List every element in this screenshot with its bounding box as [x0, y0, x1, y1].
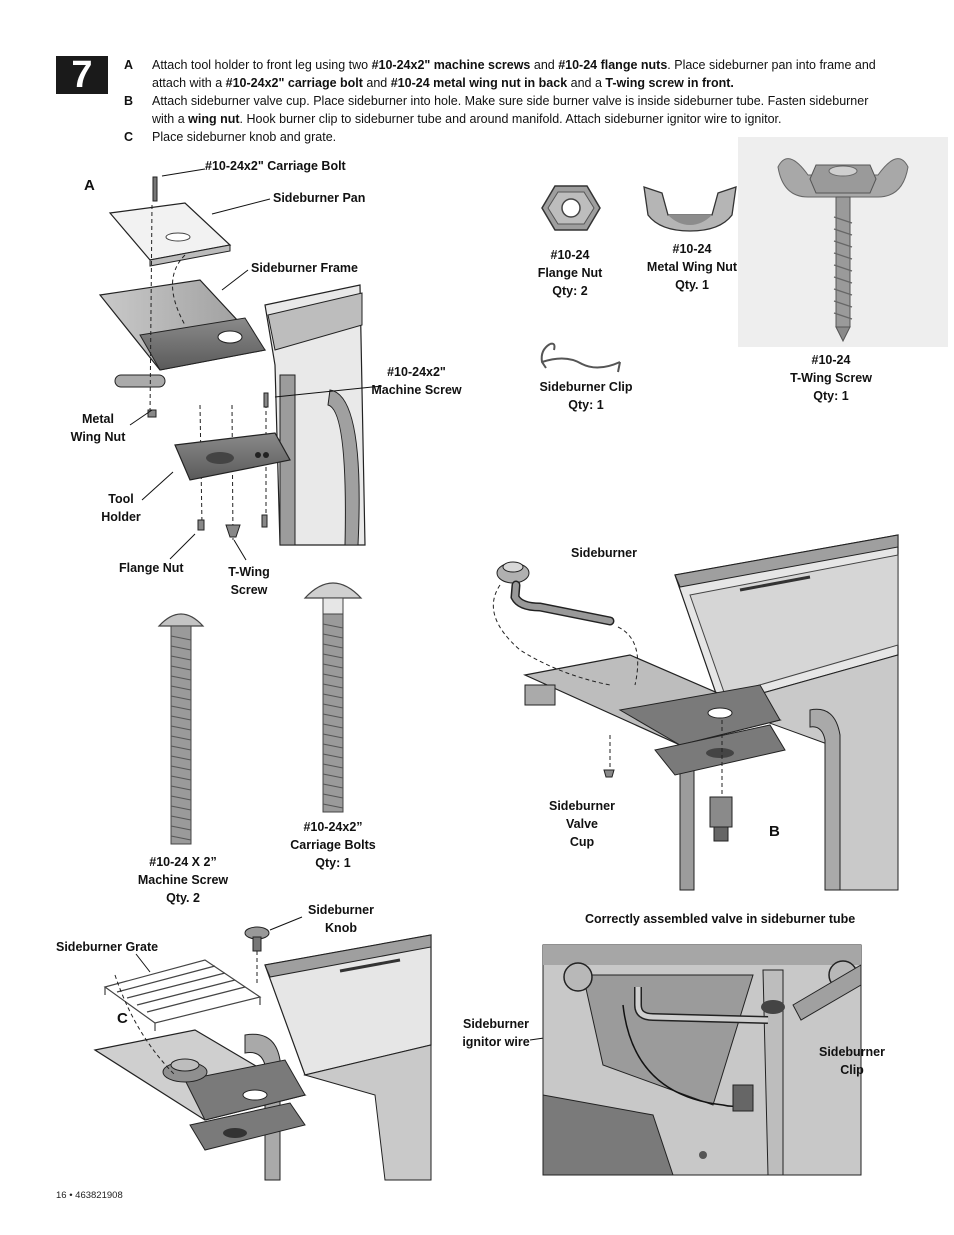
step-number-badge: 7	[56, 56, 108, 94]
callout-sideburner: Sideburner	[571, 546, 637, 560]
instruction-text: attach with a #10-24x2" carriage bolt an…	[152, 76, 734, 90]
sideburner-clip-illustration	[540, 342, 621, 373]
part-qty: Qty: 1	[315, 856, 351, 870]
callout-line: Sideburner	[549, 799, 615, 813]
callout-machine-screw: #10-24x2" Machine Screw	[369, 363, 464, 399]
part-label: #10-24	[672, 242, 712, 256]
part-qty: Qty. 2	[166, 891, 200, 905]
part-machine-screw: #10-24 X 2” Machine Screw Qty. 2	[133, 853, 233, 907]
part-label: Machine Screw	[137, 873, 229, 887]
instruction-text: Attach sideburner valve cup. Place sideb…	[152, 94, 869, 108]
part-label: Metal Wing Nut	[646, 260, 738, 274]
callout-sideburner-grate: Sideburner Grate	[56, 940, 159, 954]
callout-line: Tool	[108, 492, 134, 506]
instruction-c-line1: C Place sideburner knob and grate.	[124, 128, 914, 146]
callout-line: Holder	[101, 510, 141, 524]
part-label: T-Wing Screw	[790, 371, 872, 385]
section-a-exploded-diagram	[98, 176, 366, 546]
callout-line: ignitor wire	[462, 1035, 530, 1049]
instruction-a-line2: attach with a #10-24x2" carriage bolt an…	[124, 74, 914, 92]
instruction-letter: A	[124, 58, 134, 72]
callout-line: Knob	[325, 921, 357, 935]
callout-sideburner-clip: Sideburner Clip	[812, 1043, 892, 1079]
callout-tool-holder: Tool Holder	[96, 490, 146, 526]
instruction-letter: C	[124, 130, 134, 144]
callout-line: T-Wing	[228, 565, 270, 579]
callout-line: Sideburner	[463, 1017, 529, 1031]
part-sideburner-clip: Sideburner Clip Qty: 1	[536, 378, 636, 414]
callout-line: Sideburner	[308, 903, 374, 917]
callout-line: Valve	[566, 817, 598, 831]
detail-title: Correctly assembled valve in sideburner …	[585, 912, 856, 926]
instruction-text: with a wing nut. Hook burner clip to sid…	[152, 112, 782, 126]
part-label: #10-24	[550, 248, 590, 262]
section-label-c: C	[117, 1010, 128, 1027]
metal-wing-nut-illustration	[643, 186, 737, 232]
t-wing-screw-photo	[738, 137, 948, 347]
t-wing-screw-icon	[777, 158, 909, 343]
part-label: Carriage Bolts	[290, 838, 376, 852]
part-carriage-bolts: #10-24x2” Carriage Bolts Qty: 1	[283, 818, 383, 872]
instruction-text: Place sideburner knob and grate.	[152, 130, 337, 144]
part-qty: Qty: 1	[813, 389, 849, 403]
callout-flange-nut: Flange Nut	[119, 561, 184, 575]
callout-metal-wing-nut: Metal Wing Nut	[66, 410, 130, 446]
page-footer: 16 • 463821908	[56, 1190, 123, 1201]
part-qty: Qty. 1	[675, 278, 709, 292]
callout-line: Clip	[840, 1063, 864, 1077]
detail-valve-diagram	[542, 944, 862, 1176]
part-qty: Qty: 2	[552, 284, 588, 298]
carriage-bolt-illustration	[303, 582, 363, 813]
callout-sideburner-knob: Sideburner Knob	[300, 901, 382, 937]
instruction-b-line2: with a wing nut. Hook burner clip to sid…	[124, 110, 914, 128]
instruction-b-line1: B Attach sideburner valve cup. Place sid…	[124, 92, 914, 110]
part-qty: Qty: 1	[568, 398, 604, 412]
callout-sideburner-frame: Sideburner Frame	[251, 261, 358, 275]
part-label: #10-24 X 2”	[149, 855, 217, 869]
section-label-b: B	[769, 823, 780, 840]
callout-line: Wing Nut	[70, 430, 126, 444]
part-flange-nut: #10-24 Flange Nut Qty: 2	[530, 246, 610, 300]
part-label: Flange Nut	[537, 266, 603, 280]
part-label: #10-24	[811, 353, 851, 367]
part-label: Sideburner Clip	[539, 380, 633, 394]
part-t-wing-screw: #10-24 T-Wing Screw Qty: 1	[783, 351, 879, 405]
section-b-diagram	[480, 534, 899, 891]
callout-line: Machine Screw	[371, 383, 462, 397]
callout-t-wing-screw: T-Wing Screw	[226, 563, 272, 599]
section-label-a: A	[84, 177, 95, 194]
callout-line: Cup	[569, 835, 595, 849]
callout-ignitor-wire: Sideburner ignitor wire	[455, 1015, 537, 1051]
machine-screw-illustration	[157, 613, 205, 845]
instruction-text: Attach tool holder to front leg using tw…	[152, 58, 876, 72]
flange-nut-illustration	[541, 185, 601, 231]
instruction-a-line1: A Attach tool holder to front leg using …	[124, 56, 914, 74]
callout-line: Metal	[82, 412, 114, 426]
callout-carriage-bolt: #10-24x2" Carriage Bolt	[205, 159, 346, 173]
callout-line: #10-24x2"	[387, 365, 446, 379]
callout-sideburner-pan: Sideburner Pan	[273, 191, 366, 205]
instruction-letter: B	[124, 94, 134, 108]
callout-valve-cup: Sideburner Valve Cup	[540, 797, 624, 851]
part-metal-wing-nut: #10-24 Metal Wing Nut Qty. 1	[640, 240, 744, 294]
part-label: #10-24x2”	[303, 820, 363, 834]
callout-line: Sideburner	[819, 1045, 885, 1059]
callout-line: Screw	[230, 583, 268, 597]
section-c-diagram	[93, 926, 432, 1181]
